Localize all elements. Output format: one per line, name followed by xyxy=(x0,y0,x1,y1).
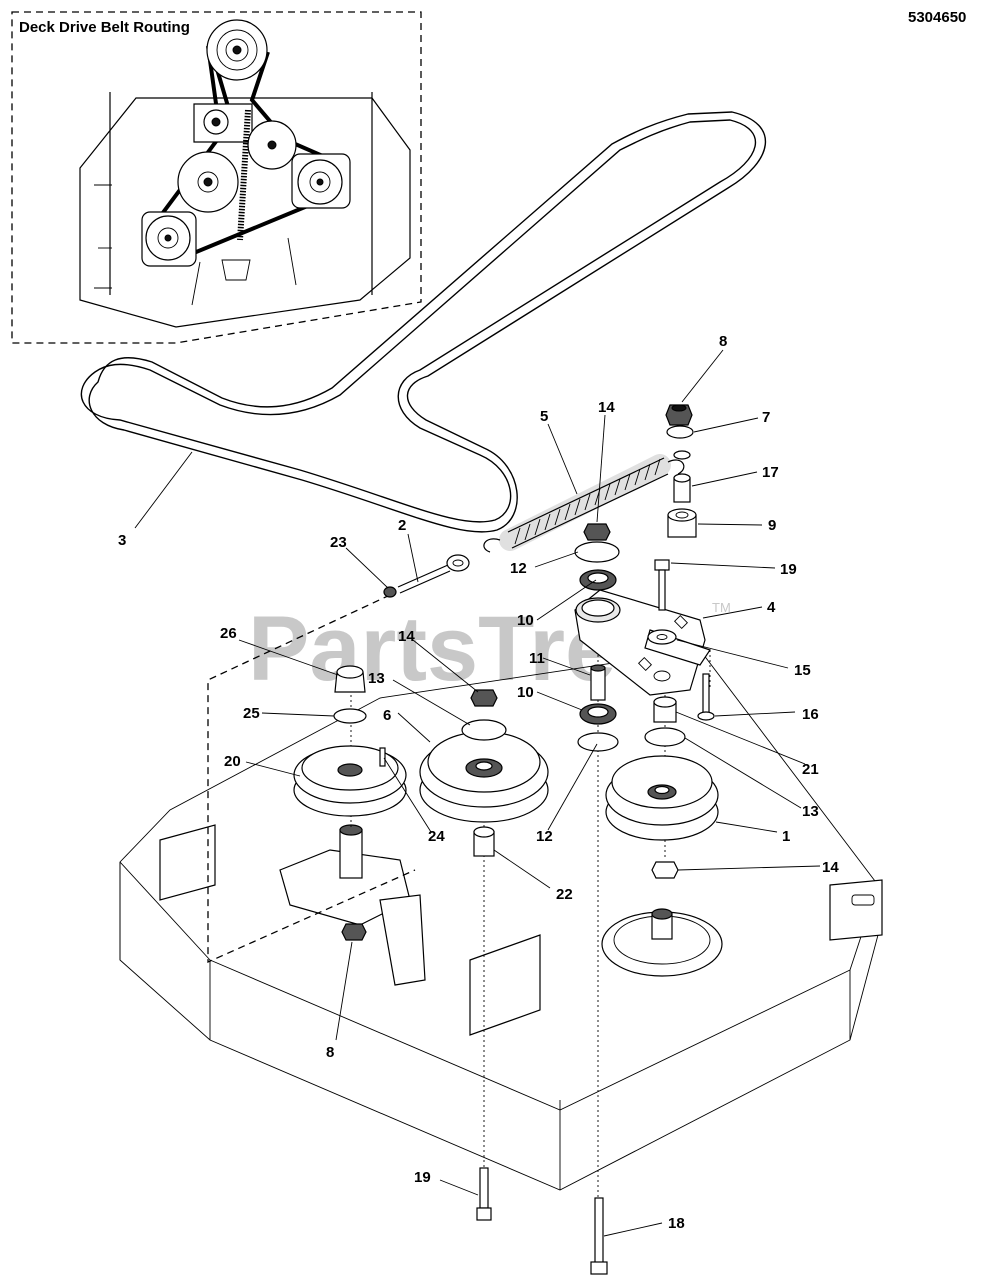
callout-15: 15 xyxy=(794,662,811,679)
callout-14-bottom: 14 xyxy=(822,859,839,876)
inset-title: Deck Drive Belt Routing xyxy=(19,19,190,36)
callout-13-right: 13 xyxy=(802,803,819,820)
callout-6: 6 xyxy=(383,707,391,724)
watermark-trademark: TM xyxy=(712,600,731,615)
document-number: 5304650 xyxy=(908,9,966,26)
pulley-6 xyxy=(419,731,549,823)
nut-8-top xyxy=(665,404,693,426)
washer-7 xyxy=(666,425,694,439)
nut-23 xyxy=(383,586,397,598)
idler-pulley-1 xyxy=(605,755,719,841)
callout-26: 26 xyxy=(220,625,237,642)
washer-15 xyxy=(647,629,677,645)
callout-1: 1 xyxy=(782,828,790,845)
mower-deck xyxy=(119,649,883,1191)
callout-8-lower: 8 xyxy=(326,1044,334,1061)
washer-13-left xyxy=(461,719,507,741)
callout-9: 9 xyxy=(768,517,776,534)
spacer-17 xyxy=(673,450,691,503)
nut-26 xyxy=(334,665,366,693)
bolt-18 xyxy=(590,1197,608,1275)
callout-14-top: 14 xyxy=(598,399,615,416)
nut-8-lower xyxy=(341,923,367,941)
callout-19-top: 19 xyxy=(780,561,797,578)
spacer-9 xyxy=(667,508,697,538)
washer-12-lower xyxy=(577,732,619,752)
callout-10-lower: 10 xyxy=(517,684,534,701)
callout-25: 25 xyxy=(243,705,260,722)
callout-20: 20 xyxy=(224,753,241,770)
callout-4: 4 xyxy=(767,599,776,616)
spacer-11 xyxy=(590,664,606,701)
washer-13-right xyxy=(644,727,686,747)
bearing-10-lower xyxy=(579,703,617,725)
washer-25 xyxy=(333,708,367,724)
bolt-16 xyxy=(697,673,715,721)
bolt-19-top xyxy=(654,559,670,611)
callout-22: 22 xyxy=(556,886,573,903)
callout-5: 5 xyxy=(540,408,548,425)
nut-14-middle xyxy=(470,689,498,707)
callout-labels: 8 7 14 5 17 9 2 23 3 12 19 10 4 26 14 11… xyxy=(118,333,839,1232)
spacer-22 xyxy=(473,826,495,857)
callout-2: 2 xyxy=(398,517,406,534)
callout-19-bottom: 19 xyxy=(414,1169,431,1186)
spacer-21 xyxy=(653,696,677,723)
callout-12-top: 12 xyxy=(510,560,527,577)
callout-14-middle: 14 xyxy=(398,628,415,645)
callout-11: 11 xyxy=(529,650,545,667)
nut-14-bottom xyxy=(651,861,679,879)
callout-7: 7 xyxy=(762,409,770,426)
callout-12-lower: 12 xyxy=(536,828,553,845)
eyebolt-2 xyxy=(397,554,470,594)
callout-21: 21 xyxy=(802,761,819,778)
nut-14-top xyxy=(583,523,611,541)
callout-17: 17 xyxy=(762,464,779,481)
callout-23: 23 xyxy=(330,534,347,551)
belt-3 xyxy=(80,111,766,533)
washer-12-top xyxy=(574,541,620,563)
spring-5 xyxy=(483,454,685,553)
callout-8-top: 8 xyxy=(719,333,727,350)
callout-18: 18 xyxy=(668,1215,685,1232)
callout-10-top: 10 xyxy=(517,612,534,629)
pulley-20 xyxy=(293,745,407,817)
belt-routing-inset: Deck Drive Belt Routing xyxy=(11,11,422,344)
callout-24: 24 xyxy=(428,828,445,845)
bolt-19-bottom xyxy=(476,1167,492,1221)
leader-lines xyxy=(134,349,821,1237)
callout-16: 16 xyxy=(802,706,819,723)
callout-3: 3 xyxy=(118,532,126,549)
callout-13-left: 13 xyxy=(368,670,385,687)
